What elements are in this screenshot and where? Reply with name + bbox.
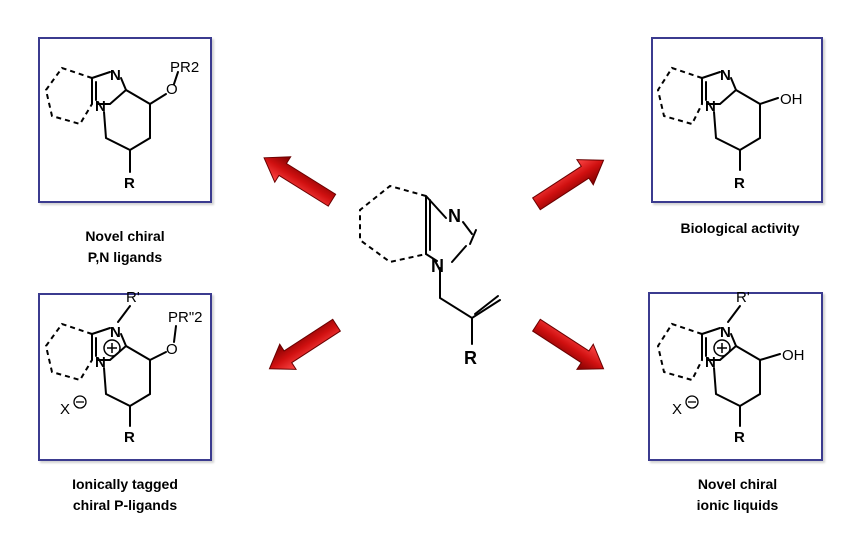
atom-label-oh: OH: [782, 347, 805, 364]
imidazole-bonds: [91, 71, 111, 105]
positive-charge-icon: [107, 343, 117, 353]
atom-label-n3: N: [448, 206, 461, 226]
caption-line: Novel chiral: [697, 476, 778, 492]
molecule-bottom-right: N N R' OH X R: [656, 289, 805, 446]
atom-label-pr2: PR2: [170, 59, 199, 76]
caption-line: Biological activity: [680, 220, 800, 236]
atom-label-r: R: [464, 348, 477, 368]
molecule-bottom-left: N N R' O PR"2 X R: [44, 289, 203, 446]
atom-label-n: N: [95, 354, 106, 371]
fused-ring-dashed: [44, 66, 93, 126]
atom-label-n: N: [720, 67, 731, 84]
fused-ring-dashed: [44, 322, 93, 382]
hydroxyl-bond: [759, 97, 779, 105]
imidazole-bonds: [707, 77, 738, 105]
caption-ionic-liquids: Novel chiral ionic liquids: [650, 474, 825, 516]
imidazole-bonds: [425, 253, 438, 262]
pyrido-ring: [713, 89, 761, 152]
pyrido-ring: [713, 345, 761, 408]
n-substituent-bond: [727, 305, 741, 323]
atom-label-r: R: [734, 175, 745, 192]
atom-label-n: N: [705, 354, 716, 371]
caption-line: Novel chiral: [85, 228, 165, 244]
atom-label-rprime: R': [736, 289, 750, 306]
caption-pn-ligands: Novel chiral P,N ligands: [40, 226, 210, 268]
ether-bond: [149, 351, 167, 361]
atom-label-n: N: [110, 67, 121, 84]
pyrido-ring: [103, 345, 151, 408]
atom-label-pr2: PR"2: [168, 309, 203, 326]
caption-line: chiral P-ligands: [72, 497, 178, 513]
negative-charge-icon: [73, 395, 87, 409]
fused-ring-dashed: [656, 322, 703, 382]
positive-charge-icon: [713, 339, 731, 357]
positive-charge-icon: [717, 343, 727, 353]
imidazole-bonds: [97, 77, 128, 105]
caption-line: Ionically tagged: [72, 476, 178, 492]
negative-charge-icon: [685, 395, 699, 409]
atom-label-o: O: [166, 341, 178, 358]
panel-chiral-ionic-liquids: [648, 292, 823, 461]
imidazole-bonds: [701, 71, 721, 105]
ether-bond: [173, 71, 179, 85]
fused-ring-dashed: [359, 184, 427, 264]
allyl-chain: [439, 267, 501, 320]
atom-label-n: N: [110, 324, 121, 341]
caption-line: P,N ligands: [87, 249, 163, 265]
atom-label-x: X: [60, 401, 70, 418]
atom-label-r: R: [734, 429, 745, 446]
caption-line: ionic liquids: [696, 497, 779, 513]
atom-label-r: R: [124, 429, 135, 446]
ether-bond: [149, 93, 167, 105]
positive-charge-icon: [103, 339, 121, 357]
molecule-top-left: N N O PR2 R: [44, 59, 199, 192]
arrow-to-bottom-left: [268, 318, 342, 370]
imidazole-bonds: [425, 195, 447, 255]
center-molecule: N N R: [359, 184, 501, 368]
imidazolium-bonds: [91, 327, 111, 361]
atom-label-x: X: [672, 401, 682, 418]
hydroxyl-bond: [759, 353, 781, 361]
arrow-to-top-right: [531, 159, 605, 211]
atom-label-n: N: [705, 98, 716, 115]
atom-label-r: R: [124, 175, 135, 192]
n-substituent-bond: [117, 305, 131, 323]
molecule-top-right: N N OH R: [656, 66, 803, 192]
atom-label-oh: OH: [780, 91, 803, 108]
caption-ionically-tagged: Ionically tagged chiral P-ligands: [40, 474, 210, 516]
atom-label-o: O: [166, 81, 178, 98]
arrow-to-top-left: [263, 156, 337, 207]
arrow-to-bottom-right: [531, 318, 605, 370]
allyl-double-bond: [474, 295, 499, 315]
atom-label-n: N: [95, 98, 106, 115]
pyrido-ring: [103, 89, 151, 152]
ether-bond: [173, 325, 177, 343]
atom-label-rprime: R': [126, 289, 140, 306]
fused-ring-dashed: [656, 66, 703, 126]
atom-label-n1: N: [431, 256, 444, 276]
imidazolium-bonds: [701, 327, 721, 361]
atom-label-n: N: [720, 324, 731, 341]
imidazole-bonds: [451, 221, 473, 263]
imidazole-bonds: [469, 229, 477, 245]
caption-biological-activity: Biological activity: [650, 218, 830, 239]
